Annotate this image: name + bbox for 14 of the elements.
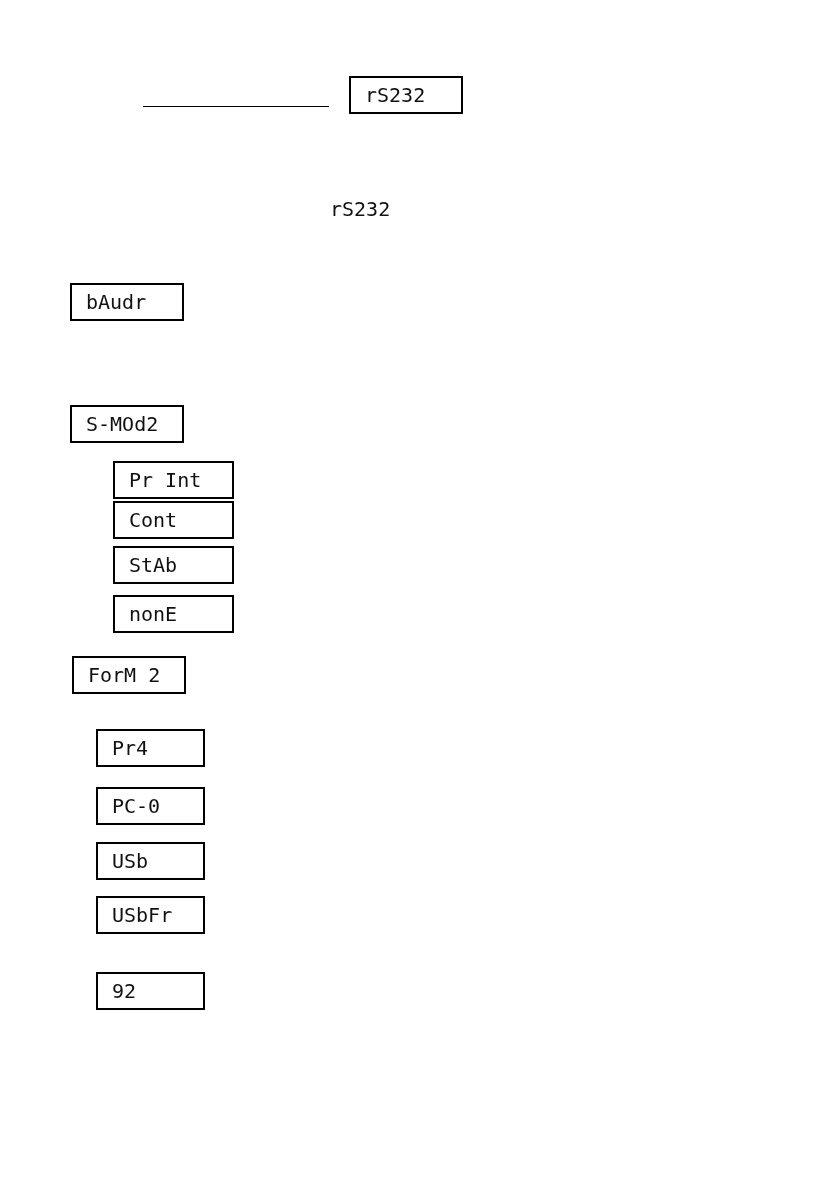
display-readout: USbFr — [96, 896, 205, 934]
display-readout: USb — [96, 842, 205, 880]
display-readout: StAb — [113, 546, 234, 584]
display-readout: ForM 2 — [72, 656, 186, 694]
display-readout: Pr4 — [96, 729, 205, 767]
display-text: rS232 — [330, 197, 391, 221]
display-readout: PC-0 — [96, 787, 205, 825]
display-readout: bAudr — [70, 283, 184, 321]
display-readout: rS232 — [349, 76, 463, 114]
display-readout: Pr Int — [113, 461, 234, 499]
display-readout: S-MOd2 — [70, 405, 184, 443]
display-readout: nonE — [113, 595, 234, 633]
display-readout: Cont — [113, 501, 234, 539]
display-readout: 92 — [96, 972, 205, 1010]
